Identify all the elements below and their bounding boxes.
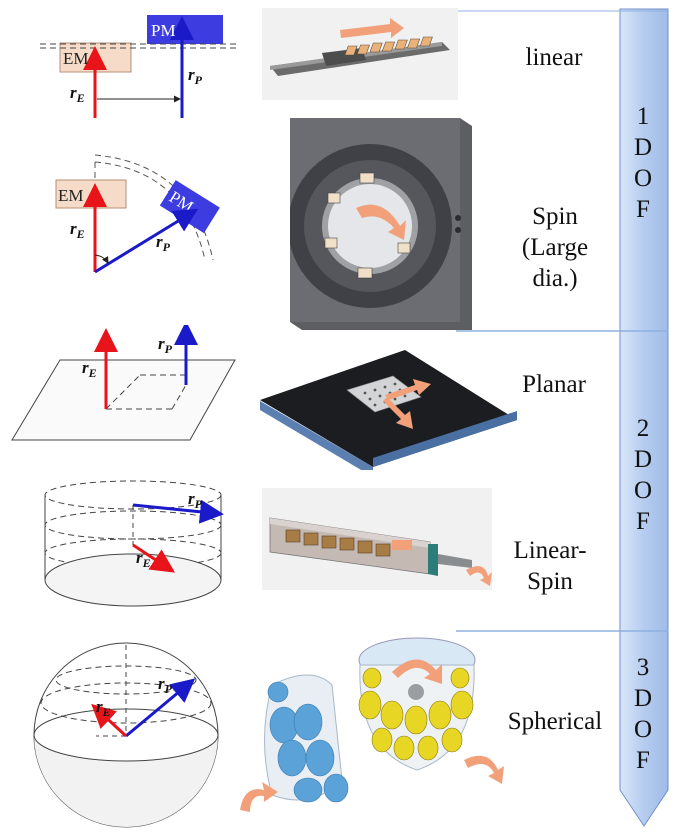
diagram-spherical: rP rE [33, 642, 219, 828]
pm-text: PM [151, 21, 176, 40]
svg-text:rP: rP [188, 489, 203, 511]
label-linear-spin: Linear-Spin [513, 537, 587, 595]
diagram-linear: EM PM rE rP [40, 15, 240, 118]
diagram-planar: rE rP [11, 325, 236, 441]
motion-arrow-icon [340, 18, 404, 38]
svg-text:rE: rE [136, 548, 151, 570]
render-spherical [240, 637, 504, 812]
spin-arrow-icon [466, 566, 492, 586]
rp-vector [132, 499, 224, 524]
rp-vector [94, 208, 199, 274]
svg-text:rP: rP [156, 232, 171, 254]
render-linear-stage [262, 8, 458, 100]
diagram-linear-spin: rP rE [44, 480, 224, 607]
svg-text:EM: EM [58, 186, 84, 205]
em-text: EM [63, 49, 89, 68]
label-spherical: Spherical [507, 708, 603, 735]
svg-text:rP: rP [158, 674, 173, 696]
svg-text:rE: rE [96, 697, 111, 719]
render-planar-stage [260, 350, 517, 470]
render-linear-spin [262, 488, 492, 590]
left-rotation-arrow-icon [240, 782, 278, 812]
right-rotation-arrow-icon [464, 755, 504, 784]
x-arrow-icon [385, 379, 431, 400]
svg-text:rE: rE [70, 219, 85, 241]
label-planar: Planar [522, 371, 586, 398]
rotation-arrow-icon [356, 204, 406, 240]
svg-text:rE: rE [82, 358, 97, 380]
svg-text:rP: rP [188, 65, 203, 87]
y-arrow-icon [383, 397, 413, 429]
re-vector [132, 543, 176, 573]
label-linear: linear [525, 44, 583, 71]
rp-vector [125, 678, 196, 738]
top-rotation-arrow-icon [392, 659, 442, 684]
svg-text:rP: rP [158, 334, 173, 356]
re-vector [91, 703, 128, 738]
linear-arrow-icon [392, 540, 412, 550]
diagram-spin: PM EM rE rP [55, 154, 220, 274]
render-spin-ring [290, 118, 472, 330]
svg-text:rE: rE [70, 83, 85, 105]
